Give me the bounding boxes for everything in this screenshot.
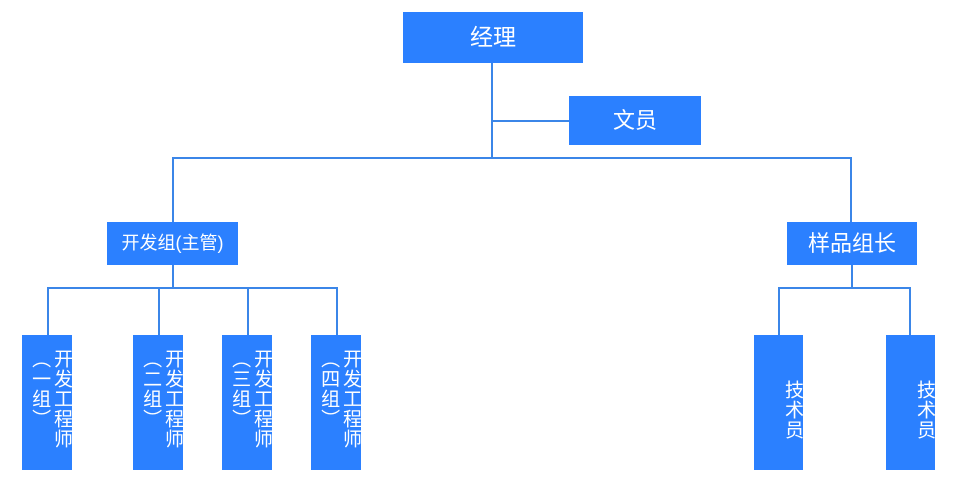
connector-drop-engineer-4 [336,287,338,336]
connector-dev-lead-spine [172,265,174,289]
connector-drop-engineer-2 [158,287,160,336]
org-node-dev-group-supervisor[interactable]: 开发组(主管) [107,222,238,265]
connector-sample-lead-spine [851,265,853,289]
connector-drop-technician-2 [909,287,911,336]
connector-manager-spine [491,63,493,158]
connector-level1-bus [172,157,852,159]
connector-technician-bus [778,287,911,289]
connector-manager-to-clerk [491,120,570,122]
connector-drop-sample-lead [850,157,852,223]
org-node-sample-group-leader[interactable]: 样品组长 [787,222,917,265]
org-node-dev-engineer-group-1[interactable]: 开发工程师（一组） [22,335,72,470]
org-node-dev-engineer-group-4[interactable]: 开发工程师（四组） [311,335,361,470]
org-node-manager[interactable]: 经理 [403,12,583,63]
org-node-clerk[interactable]: 文员 [569,96,701,145]
org-node-dev-engineer-group-2[interactable]: 开发工程师（二组） [133,335,183,470]
connector-drop-technician-1 [778,287,780,336]
connector-drop-engineer-1 [47,287,49,336]
org-node-technician-2[interactable]: 技术员 [886,335,935,470]
connector-drop-engineer-3 [247,287,249,336]
connector-dev-bus [47,287,338,289]
connector-drop-dev-lead [172,157,174,223]
org-node-dev-engineer-group-3[interactable]: 开发工程师（三组） [222,335,272,470]
org-node-technician-1[interactable]: 技术员 [754,335,803,470]
